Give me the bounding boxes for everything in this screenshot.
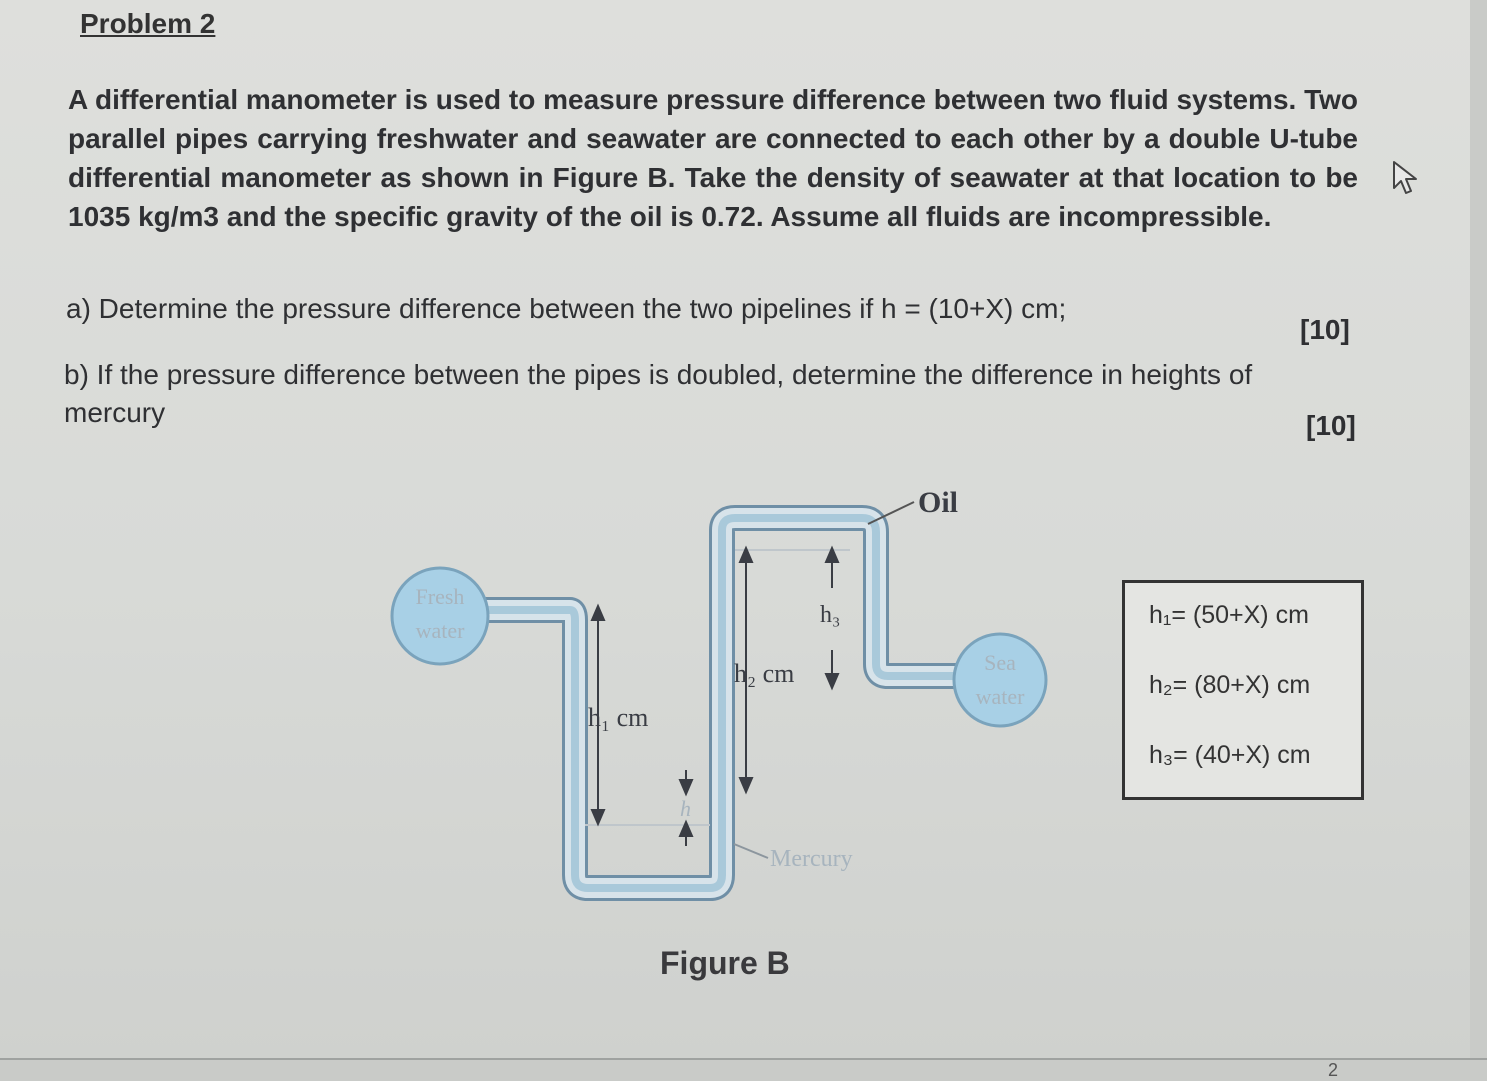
question-b-marks: [10] <box>1306 410 1356 441</box>
question-a: a) Determine the pressure difference bet… <box>66 293 1067 324</box>
sea-label-line1: Sea <box>984 650 1016 675</box>
h3-dimension <box>824 545 840 691</box>
oil-leader-line <box>867 501 915 525</box>
legend-h2: h₂= (80+X) cm <box>1149 671 1311 699</box>
sea-label-line2: water <box>976 684 1026 709</box>
fresh-water-bulb <box>390 566 490 666</box>
legend-h1: h₁= (50+X) cm <box>1149 601 1309 629</box>
page-edge-divider <box>0 1058 1487 1060</box>
height-values-box: h₁= (50+X) cm h₂= (80+X) cm h₃= (40+X) c… <box>1122 580 1364 800</box>
legend-h3: h₃= (40+X) cm <box>1149 741 1311 769</box>
figure-caption: Figure B <box>660 945 790 981</box>
h1-dimension <box>590 603 606 827</box>
fresh-label-line1: Fresh <box>416 584 465 609</box>
problem-title: Problem 2 <box>80 8 216 39</box>
h3-label: h₃ <box>820 602 840 628</box>
fresh-label-line2: water <box>416 618 466 643</box>
manometer-figure: Fresh water Sea water Oil h₁ cm h₂ cm h₃… <box>390 486 1048 901</box>
mouse-cursor-icon <box>1390 160 1422 201</box>
h-dimension <box>678 770 694 846</box>
sea-water-bulb <box>952 632 1048 728</box>
problem-intro: A differential manometer is used to meas… <box>68 84 1358 232</box>
h-label: h <box>680 796 691 821</box>
question-a-marks: [10] <box>1300 314 1350 345</box>
h2-dimension <box>738 545 754 795</box>
oil-label: Oil <box>918 486 958 519</box>
h2-label: h₂ cm <box>734 659 794 688</box>
h1-label: h₁ cm <box>588 703 648 732</box>
page-number: 2 <box>1328 1060 1339 1080</box>
mercury-label: Mercury <box>770 846 853 872</box>
mercury-leader-line <box>733 843 769 859</box>
pipe-network <box>462 505 983 901</box>
question-b: b) If the pressure difference between th… <box>64 359 1253 428</box>
